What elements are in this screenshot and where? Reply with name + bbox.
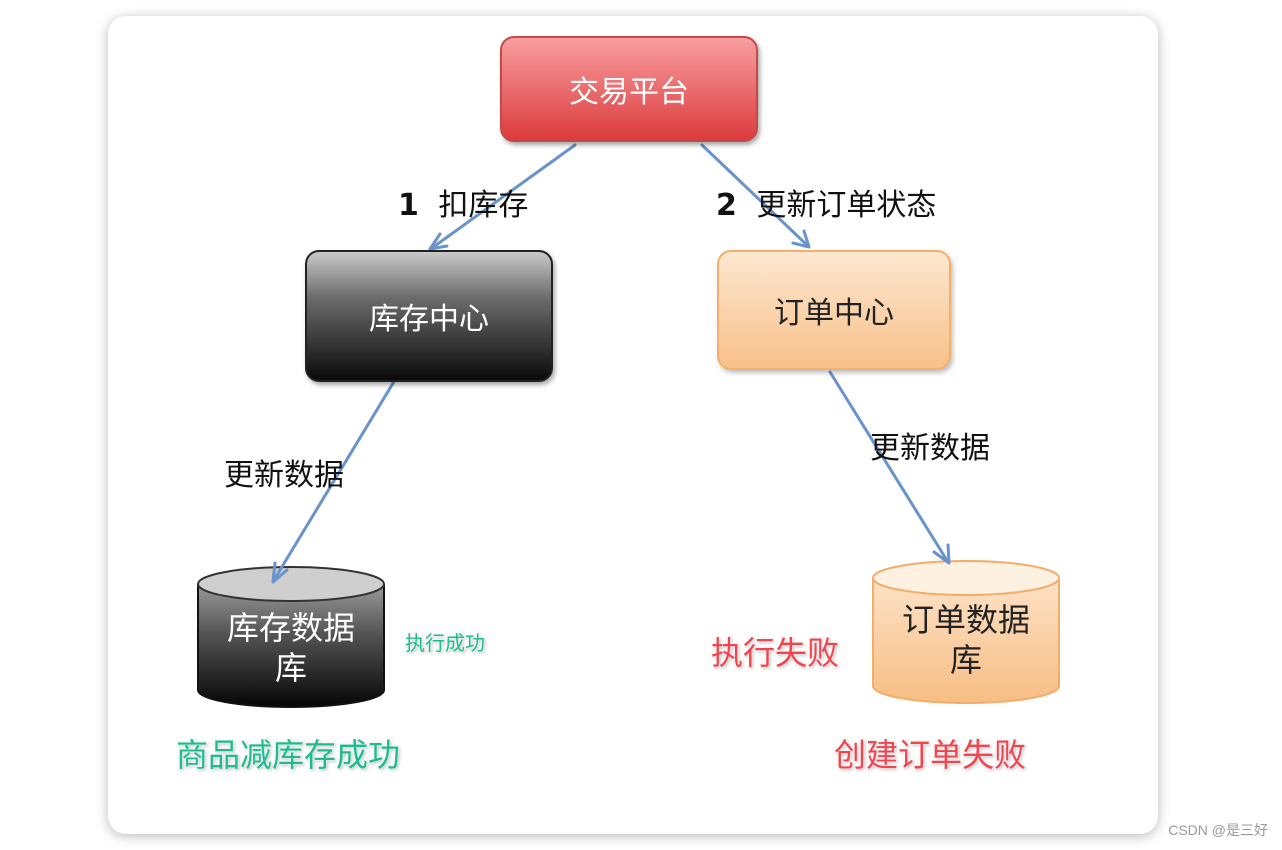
trade-platform-node: 交易平台 <box>500 36 758 142</box>
step2-text: 更新订单状态 <box>756 188 937 223</box>
step1-text: 扣库存 <box>438 188 529 223</box>
trade-platform-label: 交易平台 <box>569 75 689 110</box>
inventory-db-label-line2: 库 <box>274 649 307 687</box>
inventory-center-label: 库存中心 <box>369 302 489 337</box>
step2-number: 2 <box>716 188 737 223</box>
inventory-center-node: 库存中心 <box>305 250 553 382</box>
inventory-db-label-line1: 库存数据 <box>226 609 355 647</box>
csdn-watermark: CSDN @是三好 <box>1168 822 1268 838</box>
order-center-node: 订单中心 <box>717 250 951 370</box>
exec-success-label: 执行成功 <box>405 631 485 655</box>
step1-number: 1 <box>398 188 419 223</box>
update-data-right-label: 更新数据 <box>870 431 990 466</box>
order-center-label: 订单中心 <box>774 296 894 331</box>
update-data-left-label: 更新数据 <box>224 458 344 493</box>
order-db-label-line1: 订单数据 <box>901 601 1030 639</box>
order-result-label: 创建订单失败 <box>834 736 1027 774</box>
step1-label: 1 扣库存 <box>398 180 528 224</box>
order-db-label: 订单数据 库 <box>880 600 1052 680</box>
order-db-label-line2: 库 <box>949 641 982 679</box>
inventory-db-label: 库存数据 库 <box>205 608 377 688</box>
exec-fail-label: 执行失败 <box>711 634 840 672</box>
step2-label: 2 更新订单状态 <box>716 180 936 224</box>
inventory-result-label: 商品减库存成功 <box>176 736 401 774</box>
